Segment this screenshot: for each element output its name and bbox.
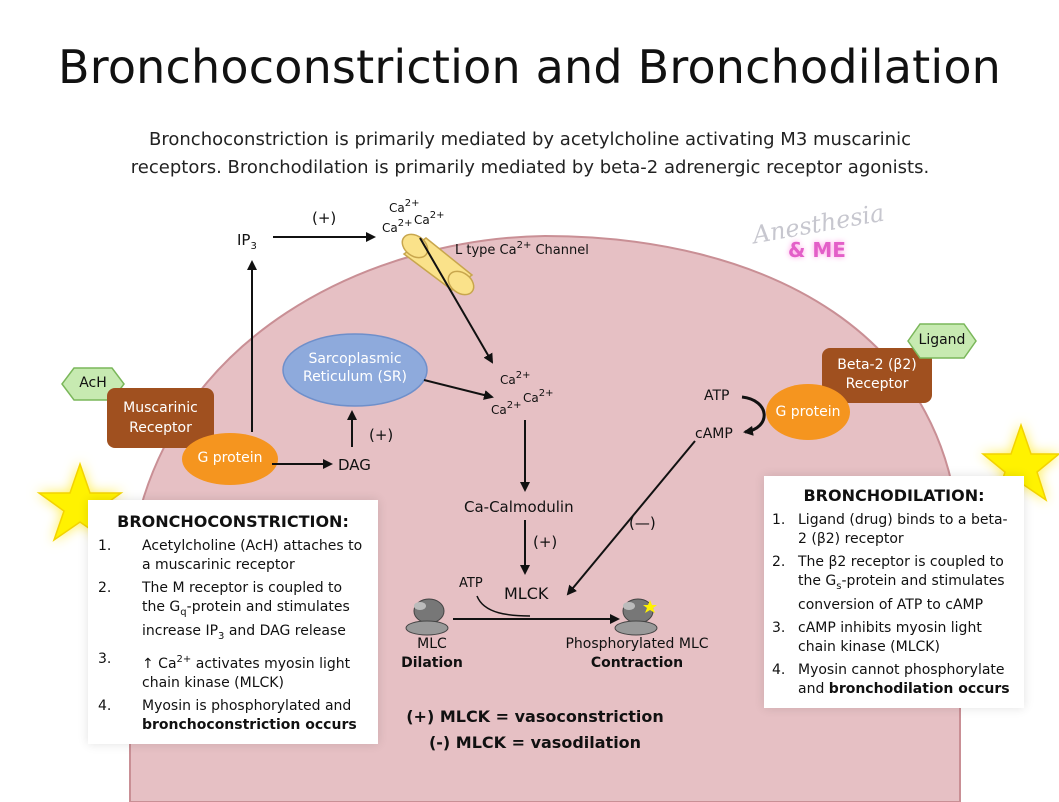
plus-dag-label: (+)	[369, 426, 394, 444]
list-item: 1.Acetylcholine (AcH) attaches to a musc…	[98, 538, 363, 573]
channel-to-ca-arrow	[419, 237, 494, 364]
page-subtitle: Bronchoconstriction is primarily mediate…	[60, 126, 1000, 182]
phosphorylated-mlc-icon	[614, 598, 658, 636]
atp-label: ATP	[704, 388, 730, 404]
beta2-receptor-label: Beta-2 (β2)Receptor	[837, 357, 917, 392]
ca-top-2: Ca2+	[382, 218, 413, 235]
camp-to-mlck-inhibit-arrow	[566, 440, 696, 596]
atp-curve-arrow	[476, 595, 531, 617]
plus-mlck-label: (+)	[533, 533, 558, 551]
sr-to-ca-arrow	[423, 379, 494, 400]
g-protein-right-label: G protein	[775, 404, 841, 420]
g-protein-right-shape	[766, 384, 850, 440]
list-item: 4.Myosin cannot phosphorylate and bronch…	[772, 662, 1010, 697]
subtitle-line-1: Bronchoconstriction is primarily mediate…	[149, 129, 911, 150]
l-type-channel-label: L type Ca2+ Channel	[455, 240, 589, 258]
star-left-icon	[36, 461, 124, 542]
dag-label: DAG	[338, 456, 371, 474]
dilation-label: Dilation	[401, 655, 463, 671]
list-item: 1.Ligand (drug) binds to a beta-2 (β2) r…	[772, 512, 1008, 547]
bronchoconstriction-heading: BRONCHOCONSTRICTION:	[117, 512, 349, 531]
bronchodilation-heading: BRONCHODILATION:	[803, 486, 985, 505]
list-item: 2.The β2 receptor is coupled to the Gs-p…	[772, 554, 1005, 613]
mlc-label: MLC	[417, 636, 447, 652]
mlc-icon	[405, 598, 449, 636]
bronchodilation-box: BRONCHODILATION: 1.Ligand (drug) binds t…	[764, 476, 1024, 708]
phosphorylated-mlc-label: Phosphorylated MLC	[565, 636, 709, 652]
g-protein-left-shape	[182, 433, 278, 485]
atp-mlc-label: ATP	[459, 576, 483, 591]
g-protein-left-label: G protein	[197, 450, 263, 466]
minus-label: (—)	[629, 514, 656, 532]
brand-logo: Anesthesia & ME	[751, 199, 887, 270]
mlck-summary: (+) MLCK = vasoconstriction(-) MLCK = va…	[406, 707, 664, 752]
camp-label: cAMP	[695, 426, 733, 442]
sarcoplasmic-reticulum	[282, 333, 428, 407]
list-item: 2.The M receptor is coupled to the Gq-pr…	[98, 580, 350, 642]
ip3-label: IP3	[237, 231, 257, 252]
list-item: 4.Myosin is phosphorylated and bronchoco…	[98, 698, 357, 733]
mlck-label: MLCK	[504, 584, 549, 603]
bronchodilation-list: 1.Ligand (drug) binds to a beta-2 (β2) r…	[772, 511, 1016, 699]
ca-mid-2: Ca2+	[523, 388, 554, 405]
muscarinic-receptor-box	[107, 388, 214, 448]
contraction-label: Contraction	[590, 655, 684, 671]
ca-calmodulin-label: Ca-Calmodulin	[464, 498, 574, 516]
ach-label: AcH	[79, 375, 107, 391]
subtitle-line-2: receptors. Bronchodilation is primarily …	[130, 157, 930, 178]
ca-top-3: Ca2+	[414, 210, 445, 227]
bronchoconstriction-box: BRONCHOCONSTRICTION: 1.Acetylcholine (Ac…	[88, 500, 378, 744]
beta2-receptor-box	[822, 348, 932, 403]
page-title: Bronchoconstriction and Bronchodilation	[57, 40, 1002, 94]
ca-mid-3: Ca2+	[491, 400, 522, 417]
plus-top-label: (+)	[312, 209, 337, 227]
list-item: 3.cAMP inhibits myosin light chain kinas…	[772, 620, 982, 655]
brand-me-text: & ME	[788, 238, 846, 262]
bronchoconstriction-list: 1.Acetylcholine (AcH) attaches to a musc…	[98, 537, 368, 735]
ca-top-1: Ca2+	[389, 198, 420, 215]
atp-camp-curved-arrow	[741, 395, 766, 436]
ligand-label: Ligand	[918, 332, 966, 348]
ligand-hexagon	[907, 323, 977, 359]
list-item: 3.↑ Ca2+ activates myosin light chain ki…	[98, 651, 351, 691]
ca-mid-1: Ca2+	[500, 370, 531, 387]
